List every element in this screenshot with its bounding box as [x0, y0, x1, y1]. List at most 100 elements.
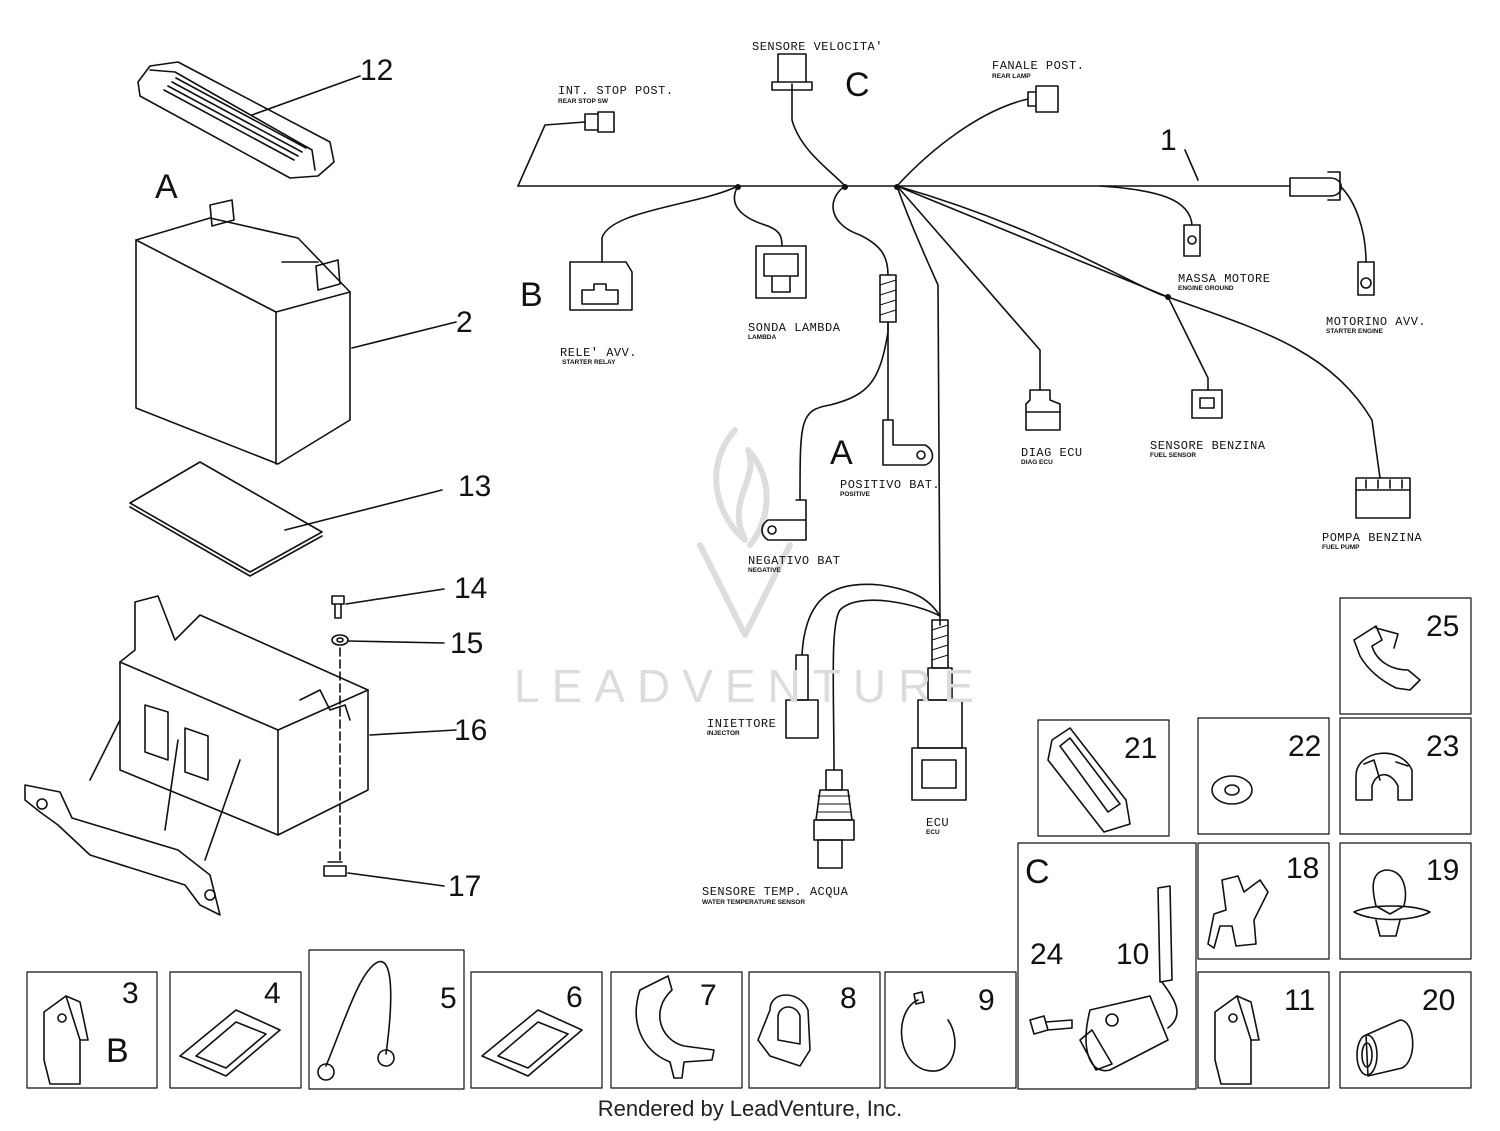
cable-clip-part-7[interactable]	[635, 975, 715, 1079]
label-injector: INIETTORE	[707, 717, 776, 731]
harness-junctions	[735, 184, 1171, 300]
sublabel-lambda: LAMBDA	[748, 334, 776, 341]
diag-ecu-connector[interactable]	[1025, 389, 1061, 431]
label-engine-ground: MASSA MOTORE	[1178, 272, 1270, 286]
engine-ground-terminal[interactable]	[1183, 224, 1201, 257]
sublabel-diag: DIAG ECU	[1021, 459, 1053, 466]
negative-terminal[interactable]	[761, 499, 807, 541]
push-rivet-part-19[interactable]	[1353, 869, 1431, 937]
grommet-part-20[interactable]	[1356, 1019, 1414, 1077]
relay-part-11[interactable]	[1214, 995, 1260, 1085]
callout-17: 17	[448, 870, 481, 903]
rear-lamp-connector[interactable]	[1027, 85, 1059, 113]
callout-2: 2	[456, 306, 473, 339]
callout-4: 4	[264, 977, 281, 1010]
callout-5: 5	[440, 982, 457, 1015]
push-clip-part-18[interactable]	[1207, 875, 1269, 949]
sublabel-injector: INJECTOR	[707, 730, 740, 737]
label-negative: NEGATIVO BAT	[748, 554, 840, 568]
fuse-holder-part-21[interactable]	[1047, 727, 1131, 833]
screw-part-24[interactable]	[1029, 1015, 1073, 1035]
leader-line-1	[1184, 149, 1199, 181]
callout-23: 23	[1426, 730, 1459, 763]
connector-labels: INT. STOP POST. REAR STOP SW SENSORE VEL…	[558, 40, 1426, 906]
relay-part-3[interactable]	[43, 995, 89, 1085]
callout-19: 19	[1426, 854, 1459, 887]
callout-25: 25	[1426, 610, 1459, 643]
part-frames	[26, 597, 1472, 1090]
leader-line-14	[345, 588, 445, 605]
bolt-14[interactable]	[331, 595, 345, 619]
clip-nut-17[interactable]	[323, 861, 347, 877]
label-rear-lamp: FANALE POST.	[992, 59, 1084, 73]
label-int-stop: INT. STOP POST.	[558, 84, 674, 98]
washer-part-22[interactable]	[1211, 775, 1253, 805]
label-fuel-sensor: SENSORE BENZINA	[1150, 439, 1266, 453]
starter-motor-terminal[interactable]	[1357, 261, 1375, 296]
callout-11: 11	[1284, 984, 1315, 1017]
callout-9: 9	[978, 984, 995, 1017]
letter-a-battery: A	[155, 168, 178, 206]
leadventure-watermark-logo	[697, 427, 793, 638]
sublabel-ecu: ECU	[926, 829, 940, 836]
battery-tray[interactable]	[24, 595, 369, 916]
fuse-holder-positive[interactable]	[879, 274, 897, 323]
fuel-pump-connector[interactable]	[1355, 477, 1411, 519]
cable-clamp-part-8[interactable]	[757, 994, 811, 1067]
battery-pad[interactable]	[129, 461, 323, 577]
battery[interactable]	[135, 199, 351, 465]
ecu-connector[interactable]	[911, 667, 967, 801]
callouts: 1 2 3 4 5 6 7 8 9 10 11 12 13 14 15 16 1…	[122, 54, 1459, 1017]
battery-strap[interactable]	[137, 61, 335, 179]
callout-7: 7	[700, 979, 717, 1012]
clip-part-23[interactable]	[1355, 752, 1413, 801]
injector-connector[interactable]	[785, 654, 819, 739]
cover-part-4[interactable]	[179, 1009, 281, 1077]
water-temp-sensor[interactable]	[813, 769, 855, 869]
callout-8: 8	[840, 982, 857, 1015]
label-starter-relay: RELE' AVV.	[560, 346, 637, 360]
positive-terminal[interactable]	[882, 419, 934, 466]
callout-24: 24	[1030, 938, 1063, 971]
callout-20: 20	[1422, 984, 1455, 1017]
leader-line-12	[251, 75, 361, 116]
speed-sensor-connector[interactable]	[771, 53, 813, 91]
leader-line-17	[347, 872, 445, 887]
callout-12: 12	[360, 54, 393, 87]
letter-b-relay: B	[520, 276, 543, 314]
label-starter-engine: MOTORINO AVV.	[1326, 315, 1426, 329]
callout-3: 3	[122, 977, 139, 1010]
sublabel-positive: POSITIVE	[840, 491, 871, 498]
callout-13: 13	[458, 470, 491, 503]
rear-stop-switch-connector[interactable]	[584, 111, 615, 133]
wiring-harness	[517, 83, 1381, 771]
label-fuel-pump: POMPA BENZINA	[1322, 531, 1422, 545]
sublabel-water-temp: WATER TEMPERATURE SENSOR	[702, 899, 805, 906]
sublabel-fuel-pump: FUEL PUMP	[1322, 544, 1360, 551]
callout-10: 10	[1116, 938, 1149, 971]
callout-1: 1	[1160, 124, 1177, 157]
starter-relay-connector[interactable]	[569, 261, 633, 311]
leader-line-2	[351, 321, 457, 349]
leader-line-13	[284, 489, 443, 531]
label-ecu: ECU	[926, 816, 949, 830]
ground-cable-part-5[interactable]	[317, 960, 395, 1081]
cable-tie-part-9[interactable]	[900, 991, 956, 1072]
label-positive: POSITIVO BAT.	[840, 478, 940, 492]
leader-line-16	[369, 729, 457, 736]
starter-motor-cap[interactable]	[1289, 171, 1343, 201]
sublabel-starter-engine: STARTER ENGINE	[1326, 328, 1384, 335]
speed-sensor-part-10[interactable]	[1079, 885, 1178, 1072]
letter-c-sensor: C	[1025, 853, 1050, 891]
leader-line-15	[347, 640, 445, 644]
letter-b-part-3: B	[106, 1032, 129, 1070]
washer-15[interactable]	[331, 634, 349, 646]
letter-a-positive: A	[830, 434, 853, 472]
group-letters: A A B B C C	[106, 66, 1050, 1070]
cover-part-6[interactable]	[481, 1009, 583, 1077]
cable-clip-part-25[interactable]	[1353, 625, 1421, 691]
lambda-connector[interactable]	[755, 245, 807, 299]
callout-18: 18	[1286, 852, 1319, 885]
fuel-sensor-connector[interactable]	[1191, 389, 1223, 419]
